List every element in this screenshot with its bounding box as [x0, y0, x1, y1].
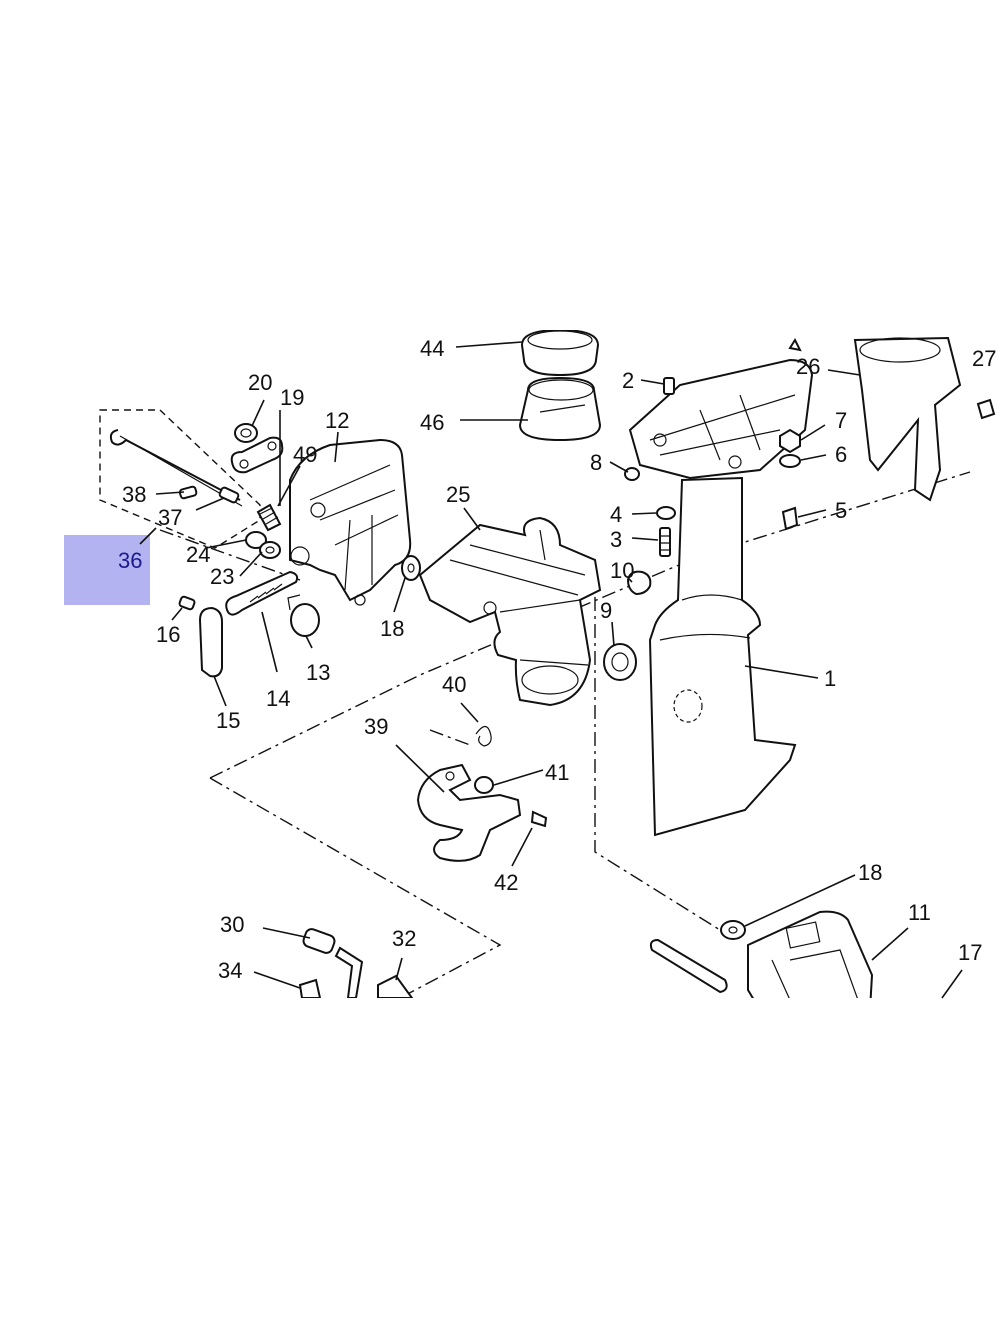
- callout-32: 32: [392, 926, 416, 951]
- callout-44: 44: [420, 336, 444, 361]
- exhaust-part-26: [853, 336, 962, 502]
- callout-3: 3: [610, 527, 622, 552]
- callout-labels: 44 46 2 26 27 7 6 5 8 4 3 10 9 1 18 11 1…: [118, 336, 996, 983]
- clamp-screw-14: [225, 570, 299, 616]
- friction-disk-13: [287, 594, 320, 637]
- callout-38: 38: [122, 482, 146, 507]
- callout-17: 17: [958, 940, 982, 965]
- callout-16: 16: [156, 622, 180, 647]
- callout-19: 19: [280, 385, 304, 410]
- callout-4: 4: [610, 502, 622, 527]
- callout-37: 37: [158, 505, 182, 530]
- drawing-artwork: [99, 330, 996, 998]
- clamp-pad-15: [198, 606, 223, 678]
- callout-39: 39: [364, 714, 388, 739]
- bushing-44: [520, 330, 600, 377]
- kit-outline: [99, 409, 261, 549]
- drive-shaft-housing-1: [648, 476, 797, 837]
- callout-41: 41: [545, 760, 569, 785]
- callout-27: 27: [972, 346, 996, 371]
- callout-18-upper: 18: [380, 616, 404, 641]
- callout-24: 24: [186, 542, 210, 567]
- callout-9: 9: [600, 598, 612, 623]
- swivel-bracket-25: [418, 516, 602, 707]
- callout-26: 26: [796, 354, 820, 379]
- callout-46: 46: [420, 410, 444, 435]
- callout-18-lower: 18: [858, 860, 882, 885]
- bushing-46: [518, 376, 602, 442]
- nut-part-20: [234, 423, 258, 443]
- callout-10: 10: [610, 558, 634, 583]
- callout-30: 30: [220, 912, 244, 937]
- callout-12: 12: [325, 408, 349, 433]
- callout-25: 25: [446, 482, 470, 507]
- highlight-box: [64, 535, 150, 605]
- clamp-bracket-12: [289, 438, 412, 606]
- spring-part-49: [256, 503, 282, 532]
- link-part-19: [230, 436, 284, 474]
- callout-5: 5: [835, 498, 847, 523]
- callout-15: 15: [216, 708, 240, 733]
- callout-40: 40: [442, 672, 466, 697]
- callout-34: 34: [218, 958, 242, 983]
- callout-8: 8: [590, 450, 602, 475]
- leader-lines: [139, 341, 963, 999]
- callout-14: 14: [266, 686, 290, 711]
- callout-1: 1: [824, 666, 836, 691]
- callout-13: 13: [306, 660, 330, 685]
- callout-23: 23: [210, 564, 234, 589]
- clamp-bracket-11: [747, 910, 874, 998]
- rubber-mount-9: [603, 643, 637, 681]
- callout-2: 2: [622, 368, 634, 393]
- callout-11: 11: [908, 900, 931, 925]
- callout-20: 20: [248, 370, 272, 395]
- upper-mount-plate: [628, 358, 814, 480]
- callout-7: 7: [835, 408, 847, 433]
- callout-6: 6: [835, 442, 847, 467]
- callout-49: 49: [293, 442, 317, 467]
- callout-36-highlighted: 36: [118, 548, 142, 573]
- callout-42: 42: [494, 870, 518, 895]
- reverse-lock-39: [416, 763, 522, 862]
